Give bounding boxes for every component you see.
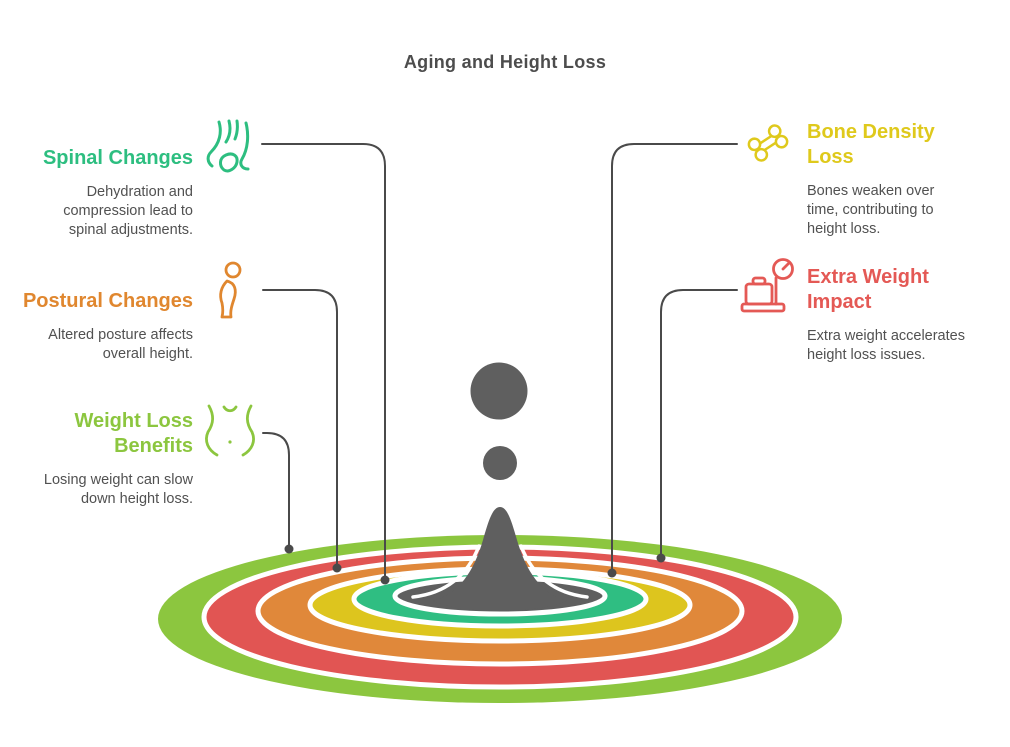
connector-spinal-changes: [261, 143, 386, 581]
slim-waist-icon: [202, 402, 258, 460]
posture-person-icon: [211, 261, 245, 319]
dot-postural-changes: [332, 563, 342, 573]
callout-title: Weight Loss Benefits: [74, 410, 193, 457]
splash-column: [433, 507, 567, 611]
callout-description: Dehydration and compression lead to spin…: [63, 184, 193, 238]
callout-description: Altered posture affects overall height.: [48, 327, 193, 362]
callout-spinal-changes: Spinal Changes Dehydration and compressi…: [0, 146, 193, 240]
bone-icon: [741, 118, 795, 168]
callout-weight-loss-benefits: Weight Loss Benefits Losing weight can s…: [0, 409, 193, 509]
weight-scale-icon: [739, 257, 795, 315]
droplet-small: [483, 446, 517, 480]
splash-swoosh-left: [411, 544, 481, 599]
connectors: [261, 143, 738, 581]
callout-description: Losing weight can slow down height loss.: [43, 472, 193, 507]
page-title: Aging and Height Loss: [403, 52, 607, 72]
callout-description: Bones weaken over time, contributing to …: [807, 183, 935, 237]
dot-extra-weight-impact: [656, 553, 666, 563]
callout-extra-weight-impact: Extra Weight Impact Extra weight acceler…: [807, 265, 1007, 365]
callout-description: Extra weight accelerates height loss iss…: [807, 328, 965, 363]
dot-spinal-changes: [380, 575, 390, 585]
water-splash: [411, 362, 589, 611]
dot-bone-density-loss: [607, 568, 617, 578]
connector-bone-density-loss: [611, 143, 738, 574]
splash-swoosh-right: [519, 544, 589, 599]
callout-postural-changes: Postural Changes Altered posture affects…: [0, 289, 193, 364]
callout-bone-density-loss: Bone Density Loss Bones weaken over time…: [807, 120, 1007, 239]
connector-weight-loss-benefits: [262, 432, 290, 550]
callout-title: Spinal Changes: [42, 147, 193, 169]
connector-dots: [284, 544, 666, 585]
connector-extra-weight-impact: [660, 289, 738, 559]
connector-postural-changes: [262, 289, 338, 569]
knee-joint-icon: [205, 118, 257, 176]
droplet-large: [470, 362, 528, 420]
callout-title: Postural Changes: [22, 290, 193, 312]
callout-title: Extra Weight Impact: [807, 266, 929, 313]
callout-title: Bone Density Loss: [807, 121, 935, 168]
dot-weight-loss-benefits: [284, 544, 294, 554]
